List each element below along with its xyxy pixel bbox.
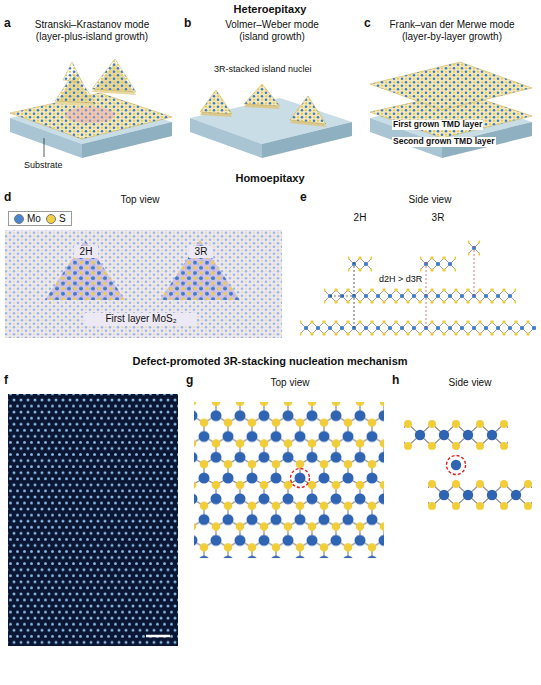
defect-marker	[291, 469, 310, 488]
section-heading: Homoepitaxy	[160, 172, 380, 185]
panel-title: Stranski–Krastanov mode (layer-plus-isla…	[22, 19, 162, 42]
stacking-label: 2H	[345, 212, 375, 224]
top-view-lattice	[5, 230, 282, 338]
panel-letter: b	[184, 17, 191, 31]
legend-item: S	[46, 213, 66, 224]
section-heading: Defect-promoted 3R-stacking nucleation m…	[70, 355, 470, 368]
ball-model-top	[194, 402, 384, 558]
panel-letter: c	[364, 17, 371, 31]
part-label: First layer MoS₂	[85, 313, 197, 325]
legend-box: Mo S	[8, 211, 72, 226]
panel-letter: a	[4, 17, 11, 31]
view-label: Side view	[380, 194, 480, 206]
section-heading: Heteroepitaxy	[160, 3, 380, 16]
panel-title: Volmer–Weber mode (island growth)	[214, 19, 330, 42]
part-label: 3R-stacked island nuclei	[214, 64, 312, 74]
stem-image	[8, 394, 178, 646]
leader-line	[44, 138, 45, 157]
legend-text: S	[59, 213, 66, 224]
part-label: Second grown TMD layer	[392, 137, 496, 147]
legend-swatch	[14, 214, 24, 224]
side-view-layers	[300, 240, 536, 336]
panel-letter: h	[392, 374, 399, 388]
panel-title: Frank–van der Merwe mode (layer-by-layer…	[382, 19, 522, 42]
stacking-label: 3R	[189, 246, 213, 258]
stacking-label: 2H	[74, 246, 98, 258]
part-label: Substrate	[24, 160, 63, 170]
view-label: Side view	[420, 377, 520, 389]
stacking-label: 3R	[423, 212, 453, 224]
legend-swatch	[46, 214, 56, 224]
islands	[55, 59, 136, 106]
island-nuclei	[200, 84, 326, 127]
part-label: First grown TMD layer	[392, 120, 483, 130]
dimension-label: d2H > d3R	[378, 274, 423, 284]
legend-text: Mo	[27, 213, 41, 224]
panel-letter: d	[4, 191, 11, 205]
tmd-layers	[370, 62, 532, 138]
legend-item: Mo	[14, 213, 41, 224]
panel-letter: e	[300, 191, 307, 205]
view-label: Top view	[240, 377, 340, 389]
panel-letter: f	[4, 374, 8, 388]
panel-letter: g	[186, 374, 193, 388]
view-label: Top view	[90, 194, 190, 206]
ball-model-side	[404, 420, 532, 510]
